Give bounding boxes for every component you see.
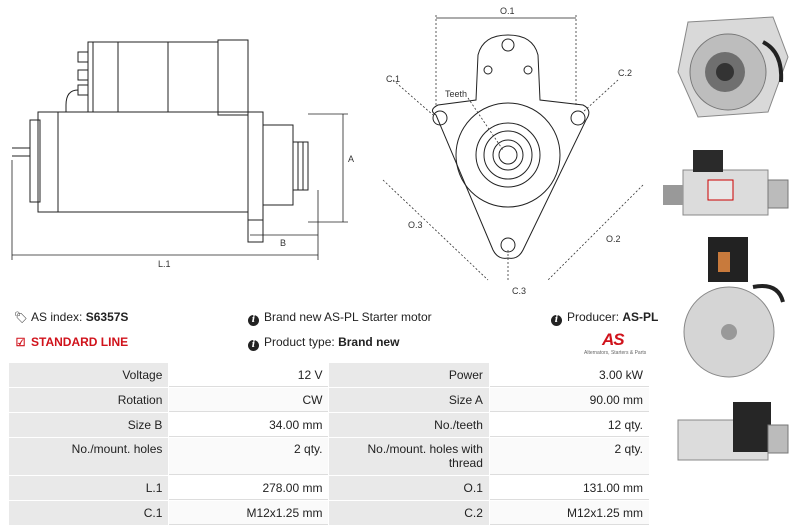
- spec-label: Rotation: [9, 388, 169, 412]
- dim-o3-label: O.3: [408, 220, 423, 230]
- teeth-label: Teeth: [445, 89, 467, 99]
- product-photo-rear[interactable]: [663, 232, 795, 382]
- product-photo-side[interactable]: [663, 140, 795, 225]
- spec-value: 3.00 kW: [489, 363, 649, 387]
- checkbox-checked-icon: ☑: [15, 337, 26, 349]
- front-view-drawing: O.1 C.1 C.2 Teeth O.3 O.2 C.3: [382, 6, 644, 296]
- spec-label: O.1: [329, 476, 489, 500]
- spec-label: Power: [329, 363, 489, 387]
- dim-a-label: A: [348, 154, 354, 164]
- spec-value: 12 V: [169, 363, 329, 387]
- spec-value: M12x1.25 mm: [489, 501, 649, 525]
- spec-label: Size B: [9, 413, 169, 437]
- as-index: 🏷︎AS index: S6357S: [14, 310, 129, 324]
- side-view-drawing: A B L.1: [11, 39, 354, 269]
- product-photo-front[interactable]: [663, 2, 795, 130]
- table-row: L.1 278.00 mm O.1 131.00 mm: [9, 476, 649, 500]
- table-row: No./mount. holes 2 qty. No./mount. holes…: [9, 438, 649, 475]
- tag-icon: 🏷︎: [14, 312, 28, 324]
- spec-value: 278.00 mm: [169, 476, 329, 500]
- dim-b-label: B: [280, 238, 286, 248]
- table-row: Rotation CW Size A 90.00 mm: [9, 388, 649, 412]
- spec-value: CW: [169, 388, 329, 412]
- spec-value: 2 qty.: [489, 438, 649, 475]
- dim-o1-label: O.1: [500, 6, 515, 16]
- spec-value: 131.00 mm: [489, 476, 649, 500]
- spec-value: 2 qty.: [169, 438, 329, 475]
- info-icon: i: [248, 315, 259, 326]
- spec-label: No./teeth: [329, 413, 489, 437]
- spec-value: 12 qty.: [489, 413, 649, 437]
- logo-tagline: Alternators, Starters & Parts: [584, 350, 647, 356]
- product-photo-top[interactable]: [663, 390, 795, 472]
- as-index-value: S6357S: [85, 310, 129, 324]
- dim-c2-label: C.2: [618, 68, 632, 78]
- spec-label: Size A: [329, 388, 489, 412]
- spec-label: L.1: [9, 476, 169, 500]
- info-icon: i: [551, 315, 562, 326]
- spec-label: No./mount. holes with thread: [329, 438, 489, 475]
- spec-label: C.2: [329, 501, 489, 525]
- table-row: Size B 34.00 mm No./teeth 12 qty.: [9, 413, 649, 437]
- table-row: C.1 M12x1.25 mm C.2 M12x1.25 mm: [9, 501, 649, 525]
- spec-label: Voltage: [9, 363, 169, 387]
- logo-mark: AS: [602, 330, 625, 349]
- dim-o2-label: O.2: [606, 234, 621, 244]
- spec-value: M12x1.25 mm: [169, 501, 329, 525]
- specs-table: Voltage 12 V Power 3.00 kW Rotation CW S…: [8, 362, 650, 526]
- producer-value: AS-PL: [622, 310, 659, 324]
- spec-label: C.1: [9, 501, 169, 525]
- dim-c3-label: C.3: [512, 286, 526, 296]
- spec-value: 90.00 mm: [489, 388, 649, 412]
- standard-line: ☑ STANDARD LINE: [14, 335, 129, 349]
- table-row: Voltage 12 V Power 3.00 kW: [9, 363, 649, 387]
- standard-line-label: STANDARD LINE: [31, 335, 129, 349]
- info-icon: i: [248, 340, 259, 351]
- brand-logo: AS Alternators, Starters & Parts: [584, 330, 650, 356]
- product-type-value: Brand new: [338, 335, 400, 349]
- spec-label: No./mount. holes: [9, 438, 169, 475]
- spec-value: 34.00 mm: [169, 413, 329, 437]
- dim-c1-label: C.1: [386, 74, 400, 84]
- dim-l1-label: L.1: [158, 259, 171, 269]
